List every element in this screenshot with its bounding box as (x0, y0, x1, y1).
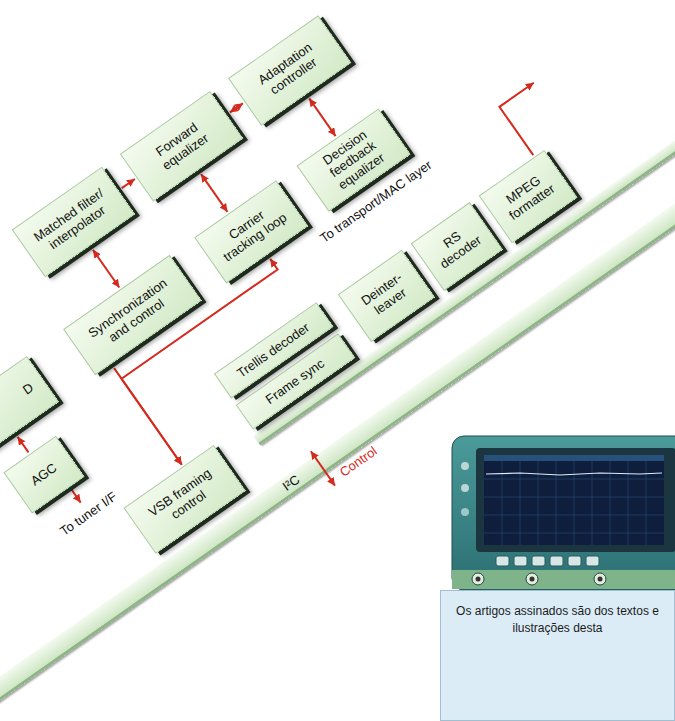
process-block: Matched filter/ interpolator (12, 167, 135, 278)
box-text: Synchronization and control (77, 270, 188, 360)
box-text: Forward equalizer (134, 107, 228, 185)
signal-arrow (309, 98, 335, 136)
box-text: D (0, 380, 37, 443)
box-text: Deinter- leaver (352, 266, 420, 326)
signal-arrow (93, 250, 119, 288)
box-text: Matched filter/ interpolator (26, 183, 120, 261)
box-text: Adaptation controller (243, 31, 337, 109)
agc-block: AGC (3, 436, 84, 514)
box-text: Os artigos assinados são dos textos e il… (455, 603, 660, 638)
control-arrow (311, 451, 335, 485)
process-block: Carrier tracking loop (194, 180, 308, 283)
box-text: MPEG formatter (493, 166, 563, 227)
signal-arrow (18, 437, 29, 453)
process-block: Synchronization and control (63, 255, 202, 375)
box-text: AGC (20, 455, 68, 495)
signal-arrow (201, 174, 227, 212)
diagram-plane: DAGCMatched filter/ interpolatorForward … (12, 264, 13, 265)
box-text: RS decoder (425, 218, 488, 275)
box-text: Carrier tracking loop (208, 195, 294, 268)
process-block: Forward equalizer (120, 91, 243, 202)
instrument-body (452, 436, 675, 590)
signal-label: To tuner I/F (57, 489, 120, 539)
output-arrow (72, 489, 81, 502)
output-arrow (499, 83, 567, 155)
signal-arrow (122, 179, 135, 188)
process-block: Adaptation controller (228, 15, 351, 126)
caption-panel: Os artigos assinados são dos textos e il… (440, 590, 675, 721)
signal-arrow (230, 103, 243, 112)
